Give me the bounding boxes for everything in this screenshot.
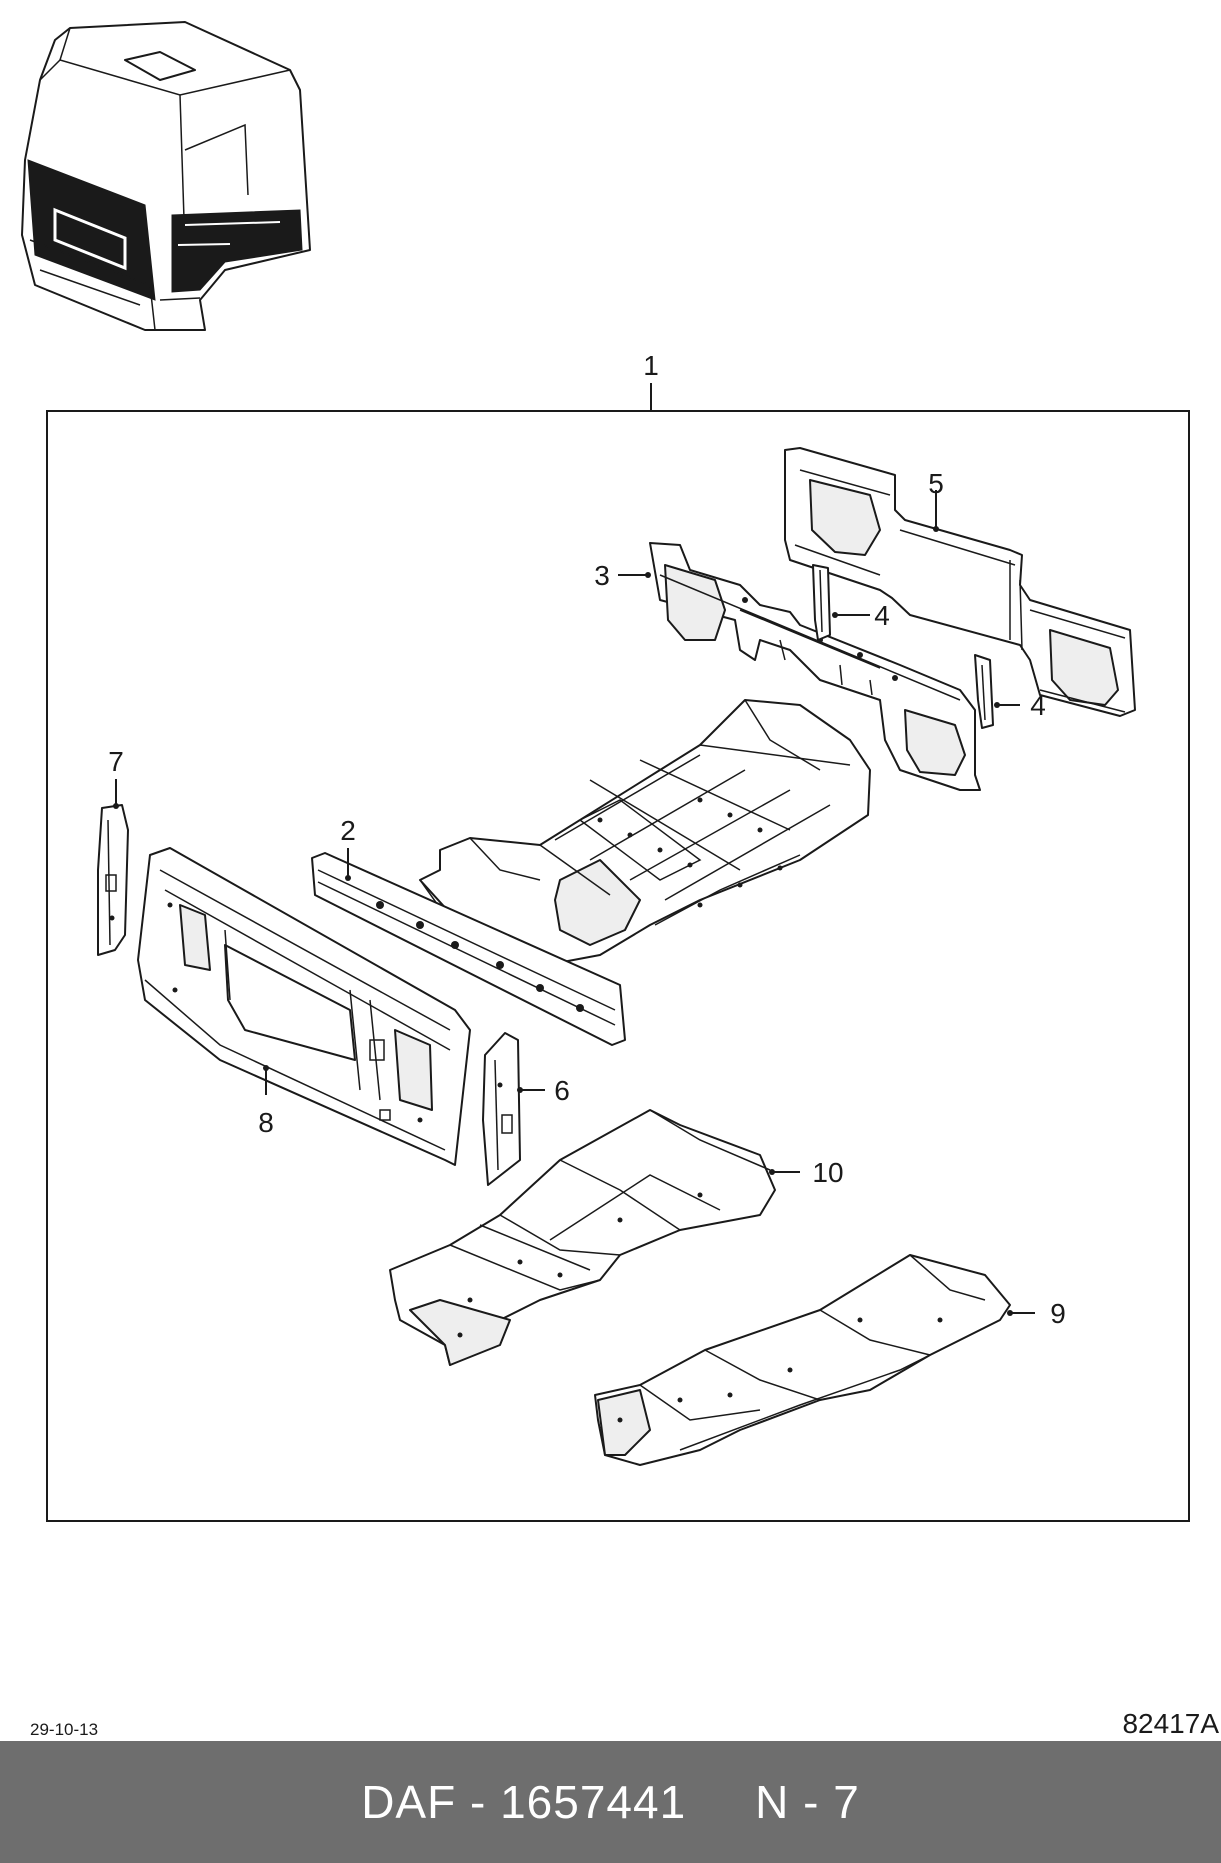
callout-4-lower: 4 <box>1030 690 1046 721</box>
callout-9: 9 <box>1050 1298 1066 1329</box>
footer-brand: DAF <box>361 1776 457 1828</box>
part-10-front-floor <box>389 1109 776 1366</box>
footer-section: N - 7 <box>755 1776 860 1828</box>
callout-4-upper: 4 <box>874 600 890 631</box>
part-4-bracket-lower <box>974 654 994 729</box>
callout-7: 7 <box>108 746 124 777</box>
assembly-frame <box>46 410 1190 1522</box>
part-3-rear-lower-panel <box>649 542 981 791</box>
callout-8: 8 <box>258 1107 274 1138</box>
part-4-bracket-upper <box>812 564 831 641</box>
footer-bar: DAF - 1657441 N - 7 <box>0 1741 1221 1863</box>
part-6-right-pillar <box>482 1032 521 1186</box>
drawing-date: 29-10-13 <box>30 1720 99 1739</box>
part-7-left-pillar <box>97 804 129 956</box>
callout-5: 5 <box>928 468 944 499</box>
part-9-rear-floor <box>594 1254 1011 1466</box>
part-8-back-wall <box>137 847 471 1166</box>
callout-10: 10 <box>812 1157 843 1188</box>
callout-6: 6 <box>554 1075 570 1106</box>
cab-overview-thumbnail <box>21 21 311 331</box>
part-5-rear-upper-panel <box>784 447 1136 717</box>
callout-2: 2 <box>340 815 356 846</box>
callout-3: 3 <box>594 560 610 591</box>
part-2-cross-member <box>311 852 626 1046</box>
callout-1: 1 <box>643 350 659 381</box>
footer-part-number: 1657441 <box>500 1776 687 1828</box>
footer-separator: - <box>469 1776 487 1828</box>
drawing-number: 82417A <box>1122 1708 1219 1739</box>
exploded-parts-diagram: 1 5 3 4 4 <box>21 21 1190 1522</box>
footer-title: DAF - 1657441 N - 7 <box>361 1775 860 1829</box>
